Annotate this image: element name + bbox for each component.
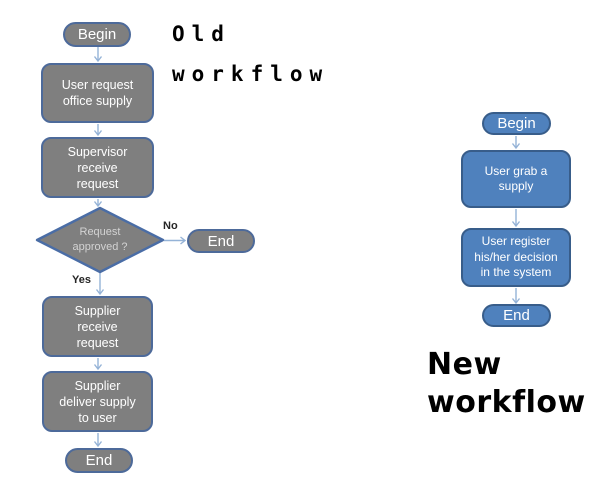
old-workflow-title-line1: Old xyxy=(172,22,231,46)
new-workflow-title: New workflow xyxy=(427,346,586,422)
arrow-old-step4-to-end xyxy=(93,433,103,448)
new-end-node: End xyxy=(482,304,551,327)
new-step-register-decision-node: User register his/her decision in the sy… xyxy=(461,228,571,287)
arrow-new-step1-to-step2 xyxy=(511,209,521,228)
arrow-new-begin-to-step1 xyxy=(511,136,521,150)
new-step-grab-supply-node: User grab a supply xyxy=(461,150,571,208)
new-workflow-title-line2: workflow xyxy=(427,385,586,420)
arrow-old-step2-to-decision xyxy=(93,199,103,208)
branch-yes-label: Yes xyxy=(72,274,91,286)
arrow-old-step1-to-step2 xyxy=(93,124,103,137)
arrow-old-decision-yes-to-step3 xyxy=(95,273,105,296)
arrow-old-decision-no-to-end xyxy=(164,236,187,245)
arrow-old-begin-to-step1 xyxy=(93,47,103,63)
new-begin-node: Begin xyxy=(482,112,551,135)
old-begin-node: Begin xyxy=(63,22,131,47)
decision-diamond-shape xyxy=(35,206,165,274)
branch-no-label: No xyxy=(163,220,178,232)
old-step-user-request-node: User request office supply xyxy=(41,63,154,123)
arrow-new-step2-to-end xyxy=(511,288,521,305)
old-step-supplier-deliver-node: Supplier deliver supply to user xyxy=(42,371,153,432)
old-end-rejected-node: End xyxy=(187,229,255,253)
old-step-supervisor-receive-node: Supervisor receive request xyxy=(41,137,154,198)
old-step-supplier-receive-node: Supplier receive request xyxy=(42,296,153,357)
new-workflow-title-line1: New xyxy=(427,347,502,382)
old-workflow-title: Old workflow xyxy=(172,14,329,94)
arrow-old-step3-to-step4 xyxy=(93,358,103,371)
old-end-node: End xyxy=(65,448,133,473)
old-workflow-title-line2: workflow xyxy=(172,62,330,86)
